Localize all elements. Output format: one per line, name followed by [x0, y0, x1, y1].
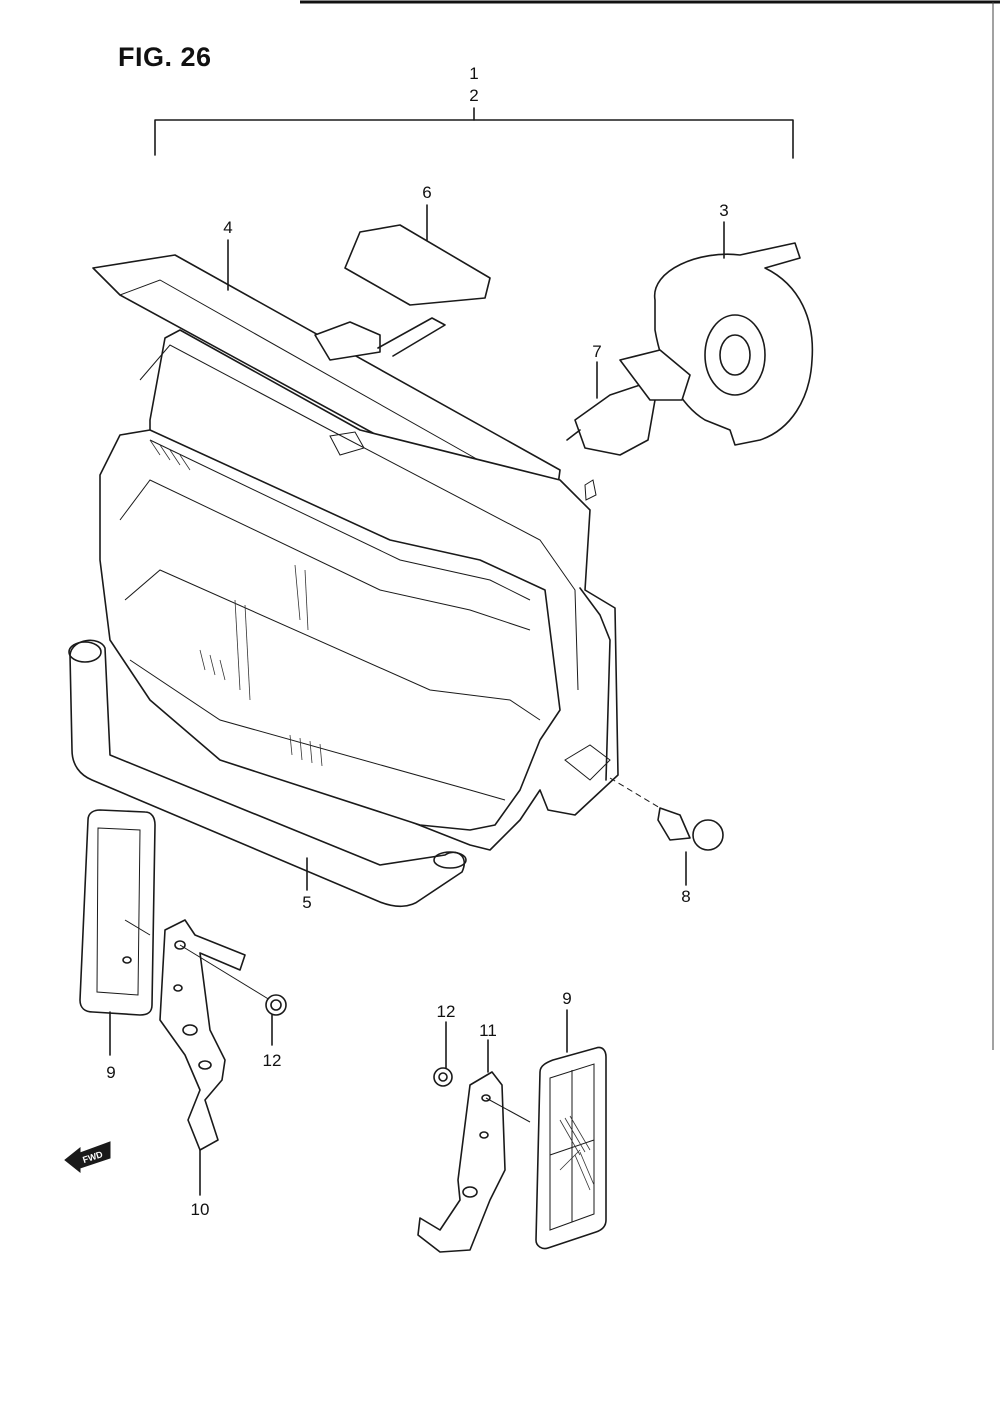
callout-3: 3: [719, 201, 728, 220]
part-10-left-bracket: [124, 919, 271, 1196]
callout-12-left: 12: [263, 1051, 282, 1070]
lens-hatching: [149, 439, 323, 767]
callout-12-right: 12: [437, 1002, 456, 1021]
figure-title: FIG. 26: [118, 42, 212, 72]
part-5-lower-trim: [68, 639, 467, 908]
part-12-right-nut: [433, 1021, 453, 1087]
callout-8: 8: [681, 887, 690, 906]
forward-arrow-icon: FWD: [64, 1141, 111, 1174]
headlight-lens: [99, 429, 561, 831]
part-12-left-nut: [265, 994, 287, 1046]
callout-7: 7: [592, 342, 601, 361]
part-6-cover-plate: [344, 204, 491, 306]
reflector-hatching: [559, 1115, 595, 1191]
callout-11: 11: [479, 1021, 497, 1040]
callout-9-right: 9: [562, 989, 571, 1008]
callout-2: 2: [469, 86, 478, 105]
part-9-right-reflector: [535, 1009, 607, 1250]
assembly-bracket: [154, 107, 794, 159]
callout-6: 6: [422, 183, 431, 202]
callout-5: 5: [302, 893, 311, 912]
part-9-left-reflector: [79, 809, 156, 1056]
callout-4: 4: [223, 218, 232, 237]
part-8-bolt: [609, 777, 724, 886]
part-3-socket-cover: [654, 221, 814, 446]
part-7-bulb: [566, 349, 691, 456]
part-11-right-bracket: [417, 1039, 531, 1253]
callout-10: 10: [191, 1200, 210, 1219]
callout-9-left: 9: [106, 1063, 115, 1082]
callout-1: 1: [469, 64, 478, 83]
